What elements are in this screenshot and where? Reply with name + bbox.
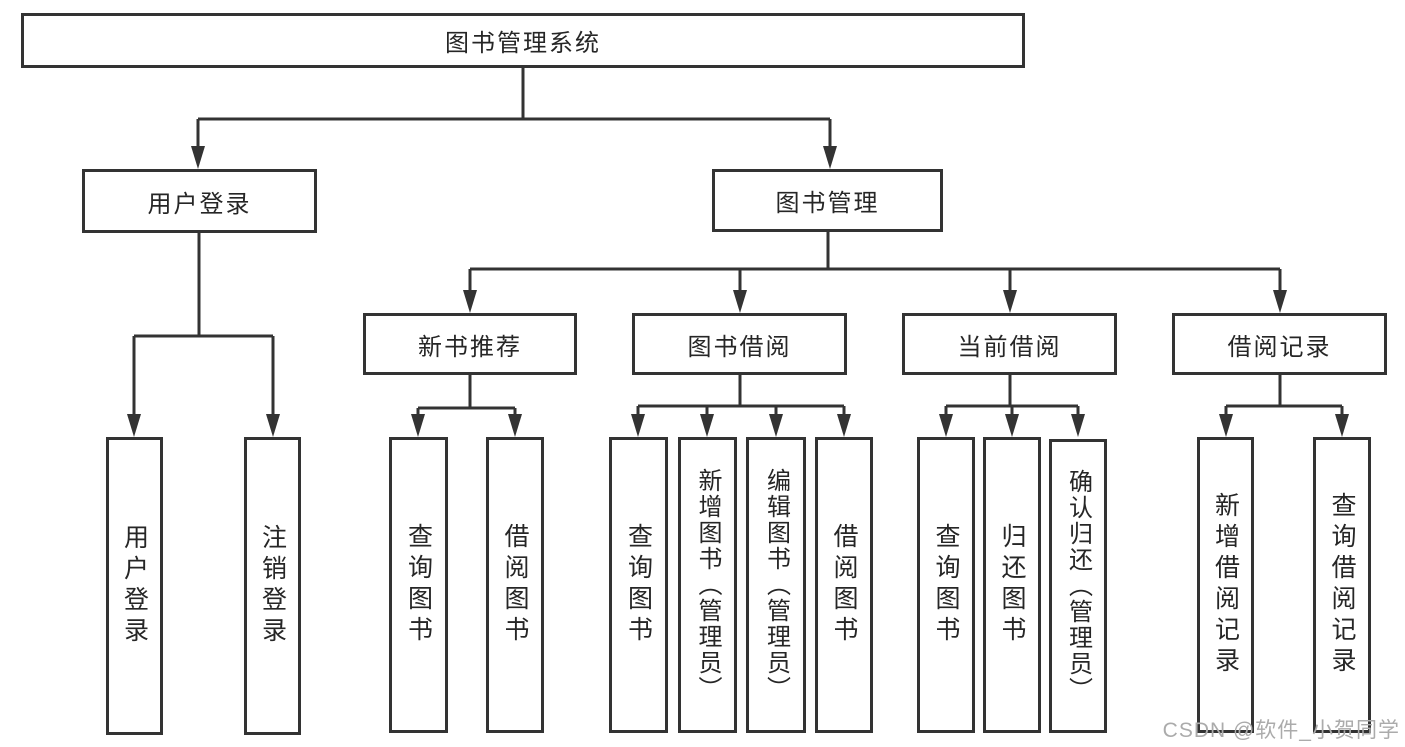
node-label: 归还图书 — [998, 523, 1026, 647]
node-label: 借阅图书 — [830, 523, 858, 647]
node-label: 新增图书（管理员） — [694, 468, 721, 702]
leaf-nb-borrow-books: 借阅图书 — [486, 437, 544, 733]
node-book-borrowing: 图书借阅 — [632, 313, 847, 375]
node-label: 注销登录 — [258, 524, 287, 648]
node-new-book-recommendation: 新书推荐 — [363, 313, 577, 375]
leaf-bb-add-books-admin: 新增图书（管理员） — [678, 437, 737, 733]
node-label: 编辑图书（管理员） — [762, 468, 790, 702]
node-user-login: 用户登录 — [82, 169, 317, 233]
node-label: 查询图书 — [624, 523, 653, 647]
leaf-bb-query-books: 查询图书 — [609, 437, 668, 733]
leaf-br-add-record: 新增借阅记录 — [1197, 437, 1254, 733]
node-label: 查询图书 — [404, 523, 433, 647]
node-label: 新书推荐 — [418, 333, 522, 361]
node-label: 当前借阅 — [957, 333, 1062, 361]
node-label: 用户登录 — [120, 524, 149, 648]
node-label: 查询图书 — [932, 523, 960, 647]
node-label: 确认归还（管理员） — [1064, 469, 1092, 703]
node-label: 新增借阅记录 — [1211, 492, 1240, 678]
node-label: 图书借阅 — [687, 333, 792, 361]
node-library-management-system: 图书管理系统 — [21, 13, 1025, 68]
leaf-logout: 注销登录 — [244, 437, 301, 735]
watermark: CSDN @软件_小贺同学 — [1162, 719, 1400, 742]
node-current-borrowing: 当前借阅 — [902, 313, 1117, 375]
node-book-management: 图书管理 — [712, 169, 943, 232]
node-label: 借阅图书 — [501, 523, 529, 647]
leaf-cb-confirm-return-admin: 确认归还（管理员） — [1049, 439, 1107, 733]
node-label: 用户登录 — [147, 190, 252, 218]
node-label: 查询借阅记录 — [1328, 492, 1356, 678]
node-label: 图书管理系统 — [445, 30, 601, 57]
node-label: 图书管理 — [775, 190, 880, 217]
leaf-nb-query-books: 查询图书 — [389, 437, 448, 733]
node-borrowing-records: 借阅记录 — [1172, 313, 1387, 375]
leaf-cb-return-books: 归还图书 — [983, 437, 1041, 733]
leaf-user-login: 用户登录 — [106, 437, 163, 735]
leaf-br-query-record: 查询借阅记录 — [1313, 437, 1371, 733]
node-label: 借阅记录 — [1227, 333, 1332, 361]
leaf-bb-edit-books-admin: 编辑图书（管理员） — [746, 437, 806, 733]
leaf-bb-borrow-books: 借阅图书 — [815, 437, 873, 733]
leaf-cb-query-books: 查询图书 — [917, 437, 975, 733]
